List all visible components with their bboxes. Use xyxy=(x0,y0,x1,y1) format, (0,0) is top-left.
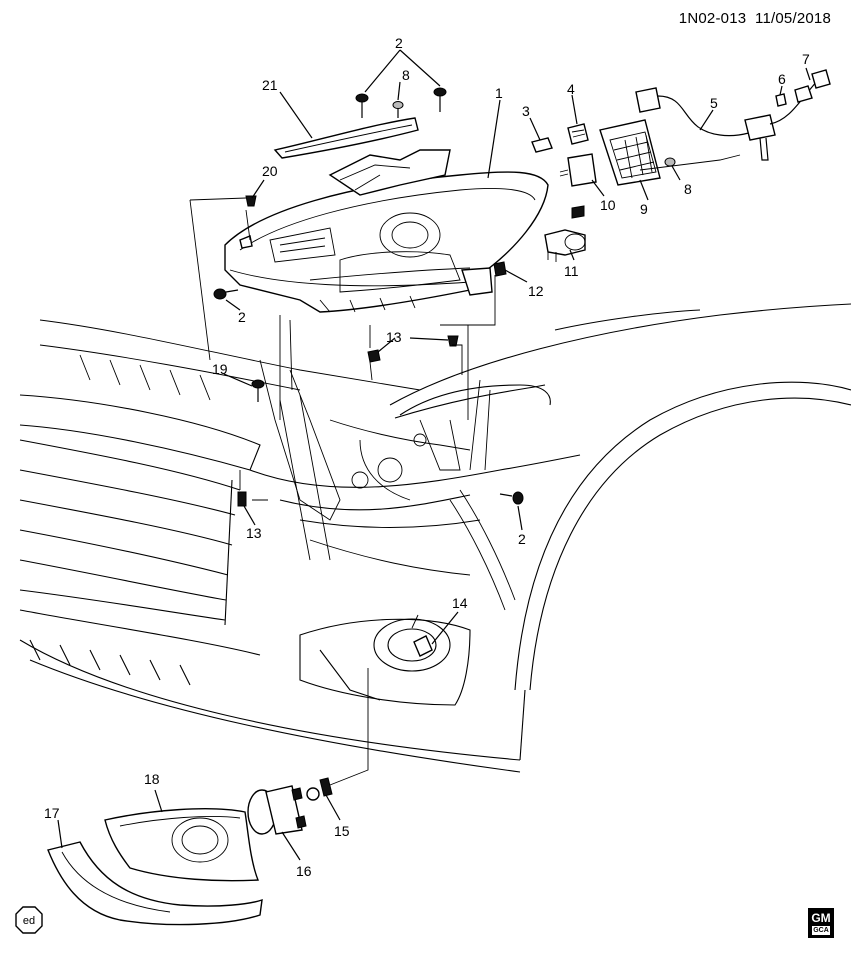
access-cover-9[interactable] xyxy=(599,119,661,186)
harness-5[interactable] xyxy=(635,79,819,161)
fog-lamp-16[interactable] xyxy=(247,785,307,835)
diagram-code: 1N02-013 xyxy=(678,10,747,27)
bolt-2-right-lower[interactable] xyxy=(499,491,524,505)
clip-20[interactable] xyxy=(245,195,257,207)
diagram-header: 1N02-013 11/05/2018 xyxy=(679,10,831,27)
callout-20: 20 xyxy=(262,163,278,179)
callout-14: 14 xyxy=(452,595,468,611)
bolt-2-right[interactable] xyxy=(433,87,447,112)
callout-9: 9 xyxy=(640,201,648,217)
guide-lines xyxy=(189,154,741,786)
callout-5: 5 xyxy=(710,95,718,111)
headlamp-assembly[interactable] xyxy=(224,149,549,313)
fog-bulb-15[interactable] xyxy=(306,777,333,801)
nut-13-lower[interactable] xyxy=(237,491,247,507)
grille xyxy=(19,394,261,686)
callout-18: 18 xyxy=(144,771,160,787)
ed-badge-icon: ed xyxy=(14,905,44,935)
fog-lamp-bulb-14[interactable] xyxy=(413,635,433,657)
callout-21: 21 xyxy=(262,77,278,93)
bracket-11[interactable] xyxy=(544,205,586,262)
nut-8-right[interactable] xyxy=(664,157,676,167)
callout-2-left: 2 xyxy=(238,309,246,325)
gm-logo-text: GM xyxy=(811,911,831,925)
callout-13-center: 13 xyxy=(386,329,402,345)
callout-labels: 2 8 21 1 3 4 5 6 7 8 9 10 11 12 20 2 13 … xyxy=(44,35,810,879)
radiator-support xyxy=(39,319,516,611)
socket-4[interactable] xyxy=(567,123,589,145)
callout-7: 7 xyxy=(802,51,810,67)
callout-8-top: 8 xyxy=(402,67,410,83)
diagram-date: 11/05/2018 xyxy=(755,10,831,27)
callout-4: 4 xyxy=(567,81,575,97)
callout-3: 3 xyxy=(522,103,530,119)
gm-logo: GM GCA xyxy=(808,908,834,938)
fog-trim-17[interactable] xyxy=(47,841,263,926)
nut-12[interactable] xyxy=(493,261,507,277)
callout-15: 15 xyxy=(334,823,350,839)
callout-17: 17 xyxy=(44,805,60,821)
nut-8-top[interactable] xyxy=(392,101,404,119)
bolt-19[interactable] xyxy=(251,379,265,402)
callout-6: 6 xyxy=(778,71,786,87)
callout-12: 12 xyxy=(528,283,544,299)
gm-logo-subtext: GCA xyxy=(812,926,830,935)
fasteners xyxy=(213,87,524,507)
bulb-3[interactable] xyxy=(531,137,553,153)
bulb-6[interactable] xyxy=(775,93,787,107)
ballast-10[interactable] xyxy=(559,153,597,187)
ed-badge-label: ed xyxy=(23,915,35,927)
callout-11: 11 xyxy=(564,263,579,279)
callout-8-right: 8 xyxy=(684,181,692,197)
bolt-2-left[interactable] xyxy=(355,93,369,118)
callout-19: 19 xyxy=(212,361,228,377)
vehicle-front-body xyxy=(19,303,851,773)
nut-13-right[interactable] xyxy=(447,335,459,347)
callout-16: 16 xyxy=(296,863,312,879)
headlamp-upper-trim[interactable] xyxy=(273,117,419,159)
socket-7[interactable] xyxy=(794,69,831,103)
callout-13-left: 13 xyxy=(246,525,262,541)
nut-13-center[interactable] xyxy=(367,349,381,363)
bolt-2-lower[interactable] xyxy=(213,288,239,300)
callout-10: 10 xyxy=(600,197,616,213)
callout-2-top: 2 xyxy=(395,35,403,51)
callout-1: 1 xyxy=(495,85,503,101)
callout-2-right: 2 xyxy=(518,531,526,547)
leader-lines xyxy=(57,49,811,861)
fog-bezel-18[interactable] xyxy=(104,808,260,882)
